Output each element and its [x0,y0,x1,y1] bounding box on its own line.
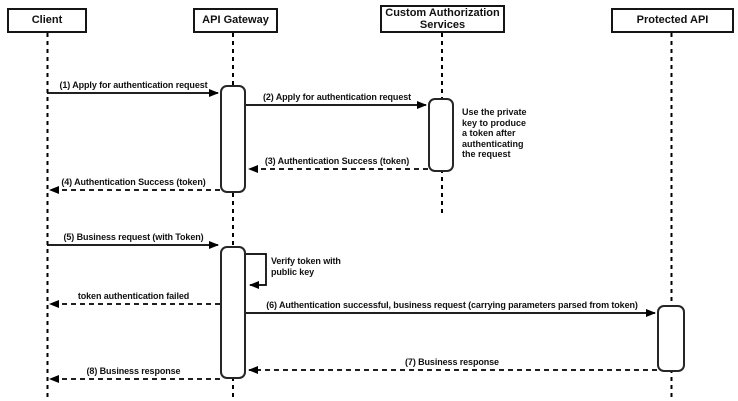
message-label-3: (3) Authentication Success (token) [264,156,410,166]
actor-box-client: Client [7,8,87,33]
actor-label-client: Client [31,14,63,27]
message-label-4: (4) Authentication Success (token) [61,177,206,187]
message-label-5: (5) Business request (with Token) [63,232,204,242]
actor-box-protected-api: Protected API [611,8,734,33]
actor-box-api-gateway: API Gateway [193,8,278,33]
message-label-self-verify-token: Verify token with public key [271,256,341,277]
message-label-7: (7) Business response [405,357,499,367]
message-label-1: (1) Apply for authentication request [59,80,208,90]
actor-box-custom-auth: Custom Authorization Services [380,5,505,33]
message-label-6: (6) Authentication successful, business … [266,300,638,310]
activation-protected-api [657,305,685,372]
activation-api-gateway-1 [220,85,246,193]
message-label-8: (8) Business response [86,366,181,376]
actor-label-custom-auth: Custom Authorization Services [385,6,500,32]
message-label-2: (2) Apply for authentication request [262,92,412,102]
activation-api-gateway-2 [220,246,246,379]
message-label-token-auth-failed: token authentication failed [77,291,190,301]
note-private-key: Use the private key to produce a token a… [462,107,527,159]
arrow-self-verify-token [246,253,267,289]
actor-label-api-gateway: API Gateway [202,14,269,27]
activation-custom-auth [428,98,454,172]
actor-label-protected-api: Protected API [636,14,709,27]
